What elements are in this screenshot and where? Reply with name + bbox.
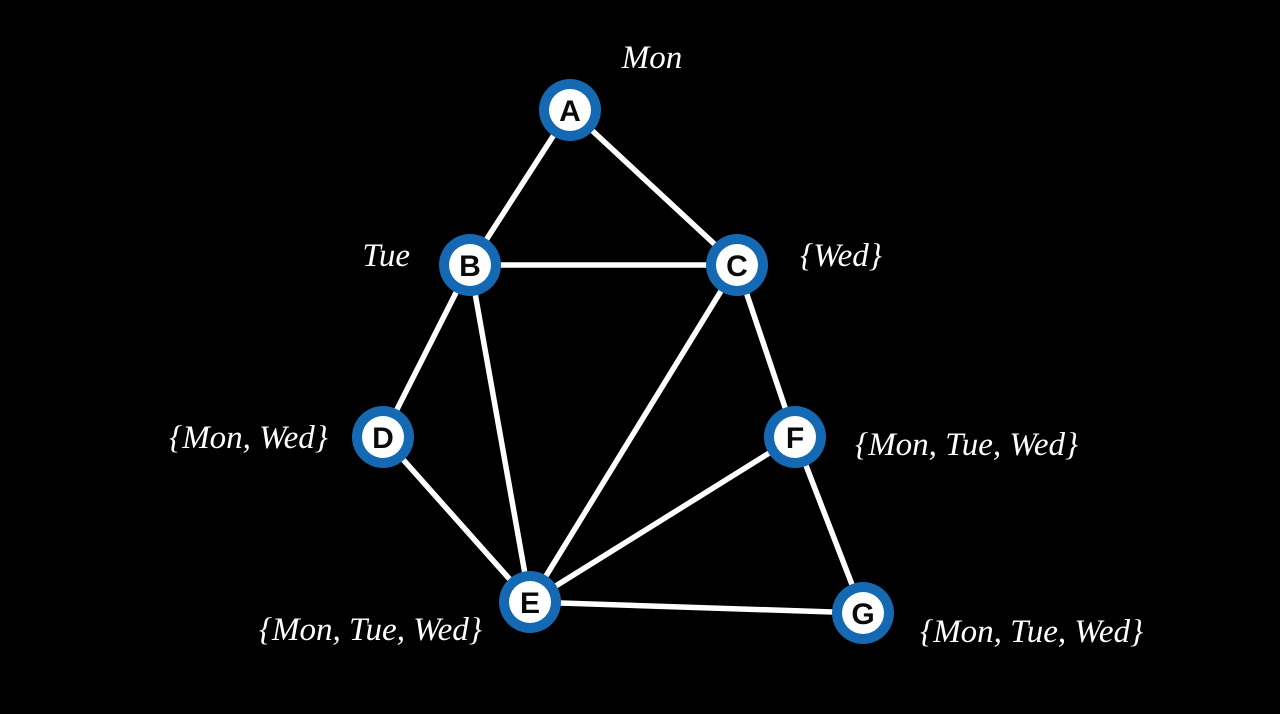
- node-C-domain-label: {Wed}: [800, 238, 882, 274]
- node-B: B Tue: [362, 234, 501, 296]
- node-G-core: [842, 592, 884, 634]
- node-E: E {Mon, Tue, Wed}: [259, 571, 561, 648]
- node-F: F {Mon, Tue, Wed}: [764, 406, 1078, 468]
- edge-E-G: [527, 599, 866, 616]
- edge-A-C: [567, 107, 740, 268]
- edge-C-E: [527, 262, 740, 605]
- node-A-core: [549, 89, 591, 131]
- node-F-letter: F: [786, 422, 804, 455]
- edge-B-D: [380, 262, 473, 440]
- node-A-domain-label: Mon: [621, 40, 683, 76]
- node-B-core: [449, 244, 491, 286]
- node-E-letter: E: [520, 587, 540, 620]
- node-B-domain-label: Tue: [362, 238, 410, 274]
- node-B-letter: B: [459, 250, 481, 283]
- edge-F-G: [792, 434, 866, 616]
- node-G-domain-label: {Mon, Tue, Wed}: [920, 614, 1143, 650]
- node-G: G {Mon, Tue, Wed}: [832, 582, 1143, 650]
- edge-B-E: [467, 262, 533, 605]
- edge-E-F: [527, 434, 798, 605]
- node-A: A Mon: [539, 40, 682, 141]
- node-D-core: [362, 416, 404, 458]
- node-C-letter: C: [726, 250, 748, 283]
- node-C-core: [716, 244, 758, 286]
- node-E-domain-label: {Mon, Tue, Wed}: [259, 612, 482, 648]
- node-D-letter: D: [372, 422, 394, 455]
- node-G-letter: G: [851, 598, 874, 631]
- node-C: C {Wed}: [706, 234, 882, 296]
- node-D: D {Mon, Wed}: [169, 406, 414, 468]
- node-E-core: [509, 581, 551, 623]
- node-D-domain-label: {Mon, Wed}: [169, 420, 328, 456]
- node-F-core: [774, 416, 816, 458]
- node-F-domain-label: {Mon, Tue, Wed}: [855, 427, 1078, 463]
- node-A-letter: A: [559, 95, 581, 128]
- edge-D-E: [380, 434, 533, 605]
